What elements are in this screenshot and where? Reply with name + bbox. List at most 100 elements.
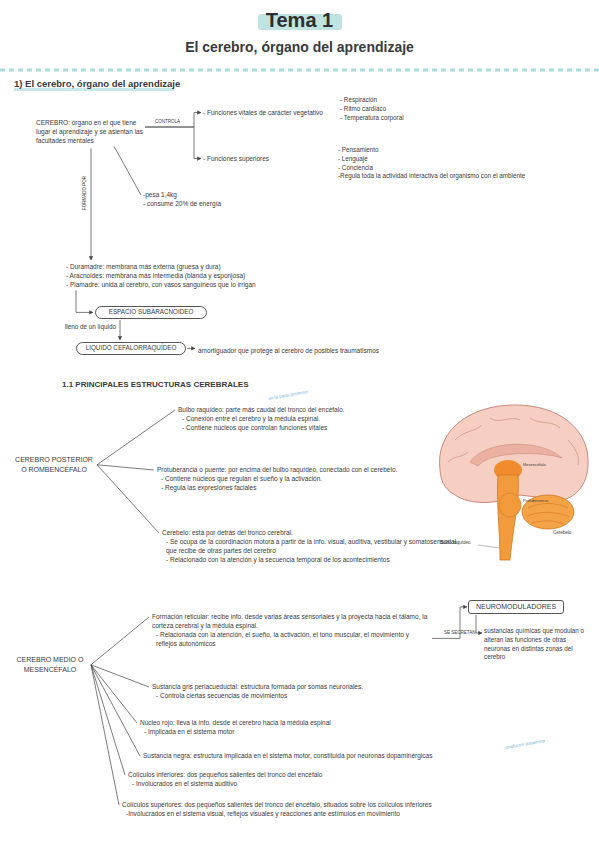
connector bbox=[97, 465, 159, 533]
node-heading: Formación reticular: recibe info. desde … bbox=[152, 612, 430, 630]
connector bbox=[91, 665, 125, 775]
connector bbox=[76, 290, 93, 312]
node-item: - Implicada en el sistema motor bbox=[140, 727, 390, 736]
outlined-term: NEUROMODULADORES bbox=[468, 600, 564, 614]
concept-text: Colículos superiores: dos pequeños salie… bbox=[122, 800, 562, 818]
thalamus-shape bbox=[494, 460, 522, 480]
node-item: - Relacionado con la atención y la secue… bbox=[162, 555, 462, 564]
node-item: -Involucrados en el sistema visual, refl… bbox=[122, 809, 562, 818]
node-item: - Contiene núcleos que regulan el sueño … bbox=[157, 474, 427, 483]
concept-text: Formación reticular: recibe info. desde … bbox=[152, 612, 430, 648]
node-heading: CEREBRO POSTERIOR O ROMBENCÉFALO bbox=[12, 455, 96, 475]
connector bbox=[91, 665, 137, 723]
node-item: -Regula toda la actividad interactiva de… bbox=[338, 172, 593, 181]
node-heading: sustancias químicas que modulan o altera… bbox=[484, 627, 586, 662]
note-label: Protuberancia bbox=[523, 498, 548, 504]
node-item: - Aracnoides: membrana más intermedia (b… bbox=[66, 271, 336, 280]
concept-text: Sustancia negra: estructura implicada en… bbox=[143, 751, 473, 760]
concept-text: CEREBRO: órgano en el que tiene lugar el… bbox=[36, 118, 144, 145]
node-heading: - Funciones vitales de carácter vegetati… bbox=[203, 108, 338, 117]
node-heading: Sustancia negra: estructura implicada en… bbox=[143, 751, 473, 760]
node-heading: LIQUIDO CEFALORRAQUÍDEO bbox=[81, 344, 181, 353]
node-heading: Protuberancia o puente: por encima del b… bbox=[157, 465, 427, 474]
node-item: - Contiene núcleos que controlan funcion… bbox=[178, 423, 433, 432]
brainstem-shape bbox=[497, 475, 518, 560]
cerebellum-folds bbox=[527, 504, 570, 525]
concept-text: CEREBRO POSTERIOR O ROMBENCÉFALO bbox=[12, 455, 96, 475]
node-heading: Sustancia gris periacueductal: estructur… bbox=[152, 682, 417, 691]
note-label: Mesencéfalo bbox=[523, 462, 546, 468]
concept-text: Cerebelo: está por detrás del tronco cer… bbox=[162, 528, 462, 564]
cerebellum-shape bbox=[522, 495, 574, 529]
concept-text: Colículos inferiores: dos pequeños salie… bbox=[128, 770, 388, 788]
note-label: 1.1 PRINCIPALES ESTRUCTURAS CEREBRALES bbox=[62, 379, 249, 390]
note-label: El cerebro, órgano del aprendizaje bbox=[0, 38, 599, 58]
note-label: 1) El cerebro, órgano del aprendizaje bbox=[14, 77, 180, 90]
node-item: - Lenguaje bbox=[338, 155, 593, 164]
cerebrum-shape bbox=[440, 405, 589, 503]
node-heading: - Duramadre: membrana más externa (grues… bbox=[66, 262, 336, 271]
gyri-lines bbox=[448, 418, 578, 465]
node-item: - Se ocupa de la coordinación motora a p… bbox=[162, 537, 462, 555]
concept-text: -pesa 1,4kg- consume 20% de energía bbox=[143, 190, 253, 208]
connector-label: CONTROLA bbox=[155, 119, 180, 125]
concept-text: sustancias químicas que modulan o altera… bbox=[484, 627, 586, 662]
connector bbox=[91, 665, 140, 756]
connector bbox=[91, 148, 92, 260]
connector bbox=[114, 146, 141, 195]
note-label: en la parte posterior bbox=[268, 389, 309, 402]
concept-text: - Funciones vitales de carácter vegetati… bbox=[203, 108, 338, 117]
node-heading: Núcleo rojo: lleva la info. desde el cer… bbox=[140, 718, 390, 727]
node-heading: - Pensamiento bbox=[338, 146, 593, 155]
node-heading: Cerebelo: está por detrás del tronco cer… bbox=[162, 528, 462, 537]
concept-text: Bulbo raquídeo: parte más caudal del tro… bbox=[178, 405, 433, 432]
node-item: - Controla ciertas secuencias de movimie… bbox=[152, 691, 417, 700]
concept-text: - Respiración- Ritmo cardíaco- Temperatu… bbox=[340, 96, 450, 122]
node-heading: CEREBRO MEDIO O MESENCÉFALO bbox=[10, 655, 90, 675]
page-title: Tema 1 bbox=[0, 6, 599, 34]
connector bbox=[187, 348, 195, 349]
dashed-divider bbox=[0, 69, 599, 72]
concept-text: - Duramadre: membrana más externa (grues… bbox=[66, 262, 336, 289]
concept-text: amortiguador que protege al cerebro de p… bbox=[198, 346, 448, 355]
node-item: - Conciencia bbox=[338, 164, 593, 173]
note-label: Cerebelo bbox=[553, 530, 571, 536]
node-heading: Bulbo raquídeo: parte más caudal del tro… bbox=[178, 405, 433, 414]
node-heading: - Respiración bbox=[340, 96, 450, 105]
node-item: - Relacionada con la atención, el sueño,… bbox=[152, 630, 430, 648]
connector bbox=[476, 615, 482, 633]
outlined-term: ESPACIO SUBARACNOIDEO bbox=[95, 306, 207, 319]
connector-label: FORMADO POR bbox=[82, 176, 88, 210]
node-item: - Ritmo cardíaco bbox=[340, 105, 450, 114]
concept-text: Núcleo rojo: lleva la info. desde el cer… bbox=[140, 718, 390, 736]
concept-text: Protuberancia o puente: por encima del b… bbox=[157, 465, 427, 492]
concept-text: CEREBRO MEDIO O MESENCÉFALO bbox=[10, 655, 90, 675]
node-heading: ESPACIO SUBARACNOIDEO bbox=[100, 308, 202, 317]
connector bbox=[91, 617, 149, 665]
pons-shape bbox=[499, 493, 521, 517]
connector bbox=[97, 410, 175, 465]
leader-line bbox=[478, 545, 500, 548]
outlined-term: LIQUIDO CEFALORRAQUÍDEO bbox=[76, 342, 186, 355]
node-heading: -pesa 1,4kg bbox=[143, 190, 253, 199]
node-heading: Colículos inferiores: dos pequeños salie… bbox=[128, 770, 388, 779]
connector-label: SE SECRETAN bbox=[444, 630, 475, 636]
node-item: - Temperatura corporal bbox=[340, 114, 450, 123]
connector bbox=[145, 127, 201, 159]
node-heading: CEREBRO: órgano en el que tiene lugar el… bbox=[36, 118, 144, 145]
node-heading: Colículos superiores: dos pequeños salie… bbox=[122, 800, 562, 809]
concept-text: - Funciones superiores bbox=[203, 154, 303, 163]
node-heading: amortiguador que protege al cerebro de p… bbox=[198, 346, 448, 355]
connector-label: lleno de un líquido bbox=[46, 323, 116, 332]
connector bbox=[145, 113, 201, 127]
node-item: - Involucrados en el sistema auditivo bbox=[128, 779, 388, 788]
connector bbox=[91, 665, 149, 687]
node-item: - Piamadre: unida al cerebro, con vasos … bbox=[66, 280, 336, 289]
node-item: - consume 20% de energía bbox=[143, 199, 253, 208]
concept-text: - Pensamiento- Lenguaje- Conciencia-Regu… bbox=[338, 146, 593, 181]
connector bbox=[91, 665, 119, 805]
note-label: producen dopamina bbox=[505, 738, 545, 751]
concept-text: Sustancia gris periacueductal: estructur… bbox=[152, 682, 417, 700]
brain-illustration bbox=[440, 405, 589, 560]
